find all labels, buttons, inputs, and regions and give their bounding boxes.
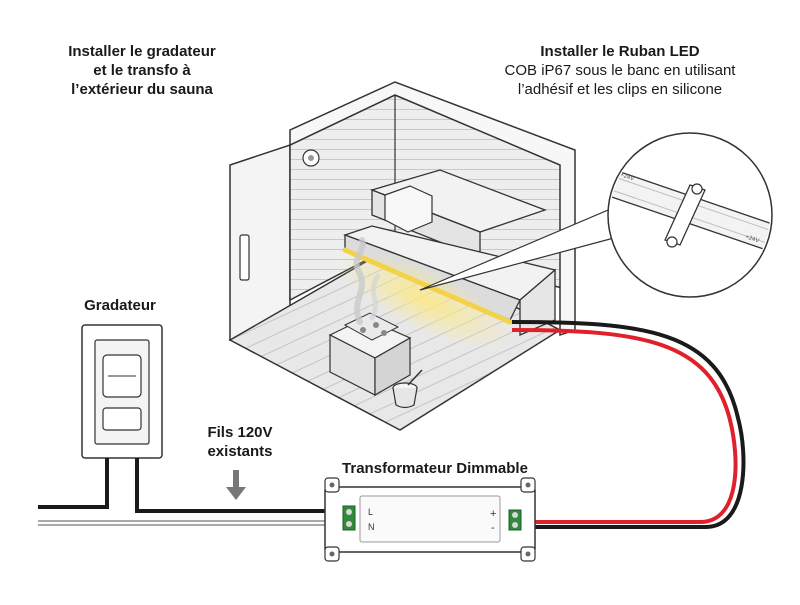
terminal-minus-label: -	[491, 522, 495, 534]
door-handle	[239, 234, 250, 281]
wires-label-line1: Fils 120V	[207, 424, 273, 441]
terminal-plus-label: +	[490, 508, 496, 520]
led-install-note: Installer le Ruban LED COB iP67 sous le …	[470, 43, 770, 99]
led-strip-magnifier: +24V +24V	[419, 132, 773, 298]
wire-dc-positive	[511, 328, 738, 524]
led-strip-installed	[342, 247, 513, 325]
terminal-n-label: N	[368, 522, 375, 532]
sauna-room	[228, 81, 576, 431]
led-glow	[337, 251, 513, 349]
existing-wires-label: Fils 120V existants	[185, 424, 295, 462]
terminal-l-label: L	[368, 507, 373, 517]
wall-frame	[289, 81, 576, 337]
outdoor-note-line1: Installer le gradateur	[68, 43, 216, 60]
outdoor-note-line3: l’extérieur du sauna	[71, 80, 213, 98]
transformer-label: Transformateur Dimmable	[342, 460, 528, 477]
sauna-heater	[328, 237, 412, 397]
down-arrow-icon	[226, 470, 246, 500]
outdoor-note-line2: et le transfo à	[93, 61, 191, 79]
wires-label-line2: existants	[207, 442, 273, 460]
wires	[38, 320, 746, 529]
dimmer-switch	[81, 324, 163, 459]
sauna-bucket	[392, 369, 423, 409]
led-note-line1: COB iP67 sous le banc en utilisant	[504, 61, 736, 79]
wire-dimmer-load	[135, 458, 340, 513]
transformer: L N + -	[324, 477, 536, 562]
dimmer-slider	[102, 407, 142, 431]
wire-dimmer-line	[38, 458, 109, 509]
wire-dc-negative	[511, 320, 746, 529]
led-note-title: Installer le Ruban LED	[540, 43, 700, 60]
headrest	[384, 185, 433, 233]
led-note-line2: l’adhésif et les clips en silicone	[517, 80, 723, 98]
svg-text:+24V: +24V	[619, 172, 634, 182]
outdoor-install-note: Installer le gradateur et le transfo à l…	[22, 43, 262, 99]
dimmer-label: Gradateur	[84, 297, 156, 314]
svg-text:+24V: +24V	[744, 234, 759, 244]
